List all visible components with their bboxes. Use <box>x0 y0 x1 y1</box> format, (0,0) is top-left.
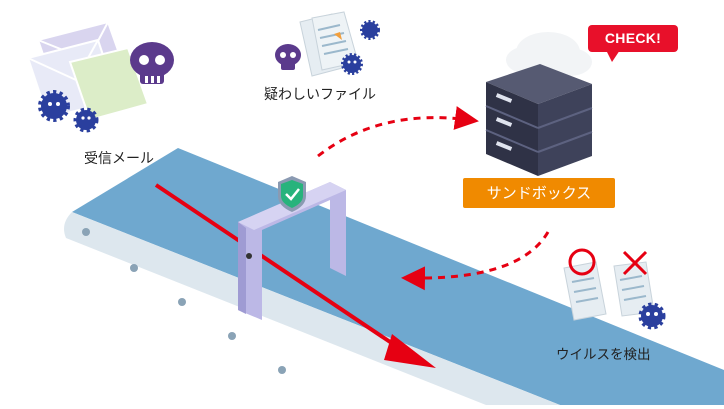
cloud-icon <box>506 32 592 76</box>
virus-icon <box>638 302 666 330</box>
shield-check-icon <box>278 176 306 212</box>
conveyor-belt <box>64 148 724 405</box>
skull-icon <box>275 44 301 70</box>
document-icon <box>563 261 655 321</box>
dashed-arrow-to-sandbox <box>317 106 479 158</box>
cross-mark-icon <box>622 250 648 276</box>
document-icon <box>299 11 359 77</box>
virus-detection-label: ウイルスを検出 <box>556 347 651 363</box>
check-bubble: CHECK! <box>588 25 678 52</box>
scan-gate <box>238 176 346 320</box>
flow-arrow <box>154 183 436 368</box>
virus-icon <box>341 20 380 75</box>
check-bubble-tail <box>606 50 620 62</box>
sandbox-label: サンドボックス <box>463 178 615 208</box>
circle-mark-icon <box>568 248 596 276</box>
virus-icon <box>38 90 99 133</box>
skull-icon <box>130 42 174 84</box>
server-icon <box>485 64 593 176</box>
received-mail-label: 受信メール <box>84 151 154 167</box>
suspicious-files-label: 疑わしいファイル <box>264 87 376 103</box>
